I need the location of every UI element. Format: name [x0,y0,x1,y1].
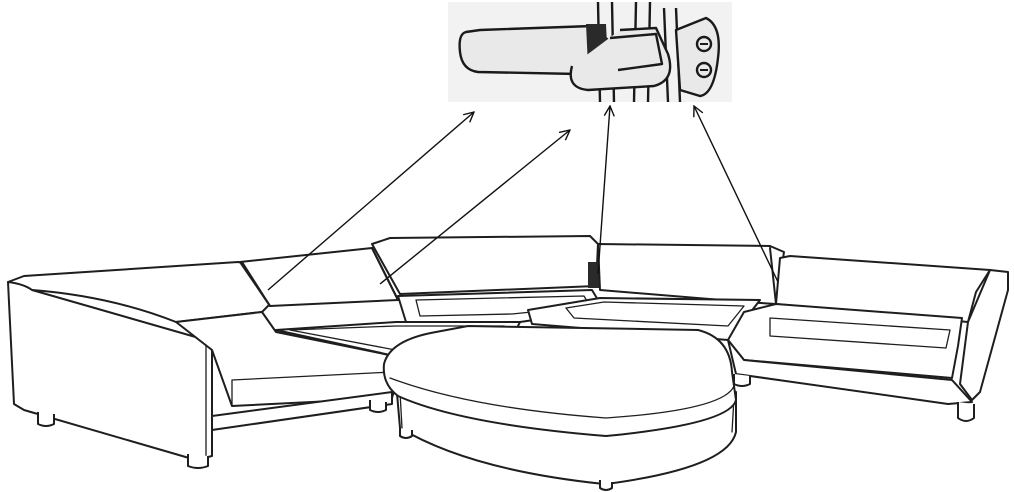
latch-wire-bail [609,32,664,72]
center-right-back-seam [769,247,777,305]
arrow-4 [694,106,779,283]
right-end-arm [959,269,1009,401]
ottoman-foot-1 [399,428,413,439]
right-end-foot-1 [733,374,751,387]
left-chaise-arm [7,281,213,461]
arrow-2 [379,130,570,285]
left-chaise-module [7,261,405,469]
ottoman-cushion-seam [389,377,735,419]
right-end-foot-2 [957,402,975,422]
left-chaise-base [211,391,393,431]
arrow-3 [597,106,610,275]
right-end-seat-platform-inner [769,317,951,349]
center-right-seat-platform-inner [565,301,745,327]
left-chaise-arm-curve [31,289,221,341]
ottoman-cushion [382,325,737,437]
left-chaise-foot-1 [37,412,55,427]
left-chaise-foot-3 [369,400,387,413]
latch-keeper-plate [674,16,720,98]
left-chaise-seat-front [231,371,393,407]
corner-back-seam-right [371,247,399,301]
right-end-base [727,339,973,405]
center-back-cushion [371,235,599,295]
ottoman [382,325,737,491]
right-end-module [727,255,1009,422]
ottoman-foot-2 [599,480,613,491]
latch-detail-inset [448,1,732,103]
pointer-arrows [267,106,779,291]
left-chaise-foot-2 [187,454,209,469]
screw-slots [700,43,708,71]
corner-back-seam-left [241,261,271,307]
center-latch-mark [588,262,600,288]
arrow-1 [267,112,474,291]
center-right-back-module [527,243,785,341]
center-right-back-cushion [597,243,785,305]
center-armless-module [371,235,605,323]
